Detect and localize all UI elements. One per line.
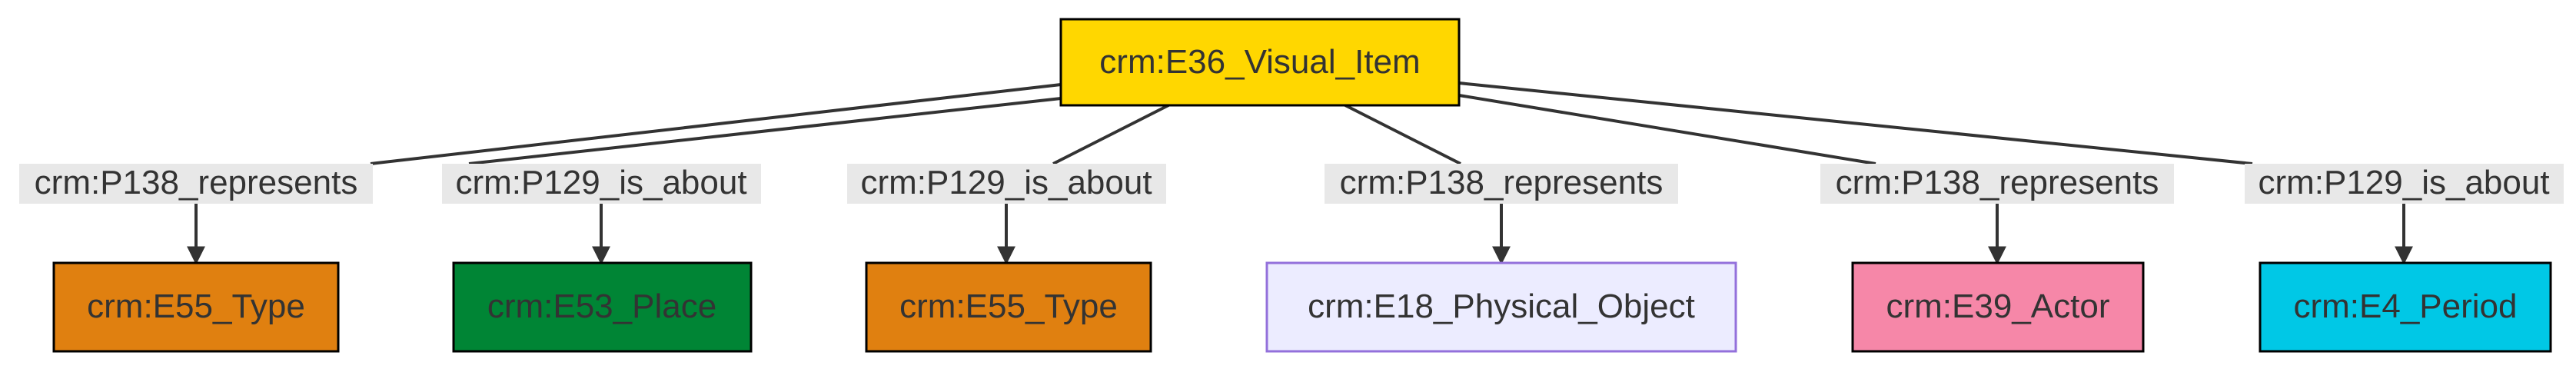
node-c6[interactable]: crm:E4_Period — [2259, 261, 2552, 353]
node-c1-label: crm:E55_Type — [87, 288, 305, 325]
node-c4-label: crm:E18_Physical_Object — [1308, 288, 1695, 325]
node-c4-box — [1265, 261, 1737, 353]
edge-label-c3: crm:P129_is_about — [847, 164, 1166, 204]
edge-root-c3 — [1052, 104, 1169, 165]
edge-label-c1-text: crm:P138_represents — [35, 164, 358, 201]
node-c2-label: crm:E53_Place — [487, 288, 716, 325]
node-root[interactable]: crm:E36_Visual_Item — [1059, 18, 1461, 107]
edges-upper — [370, 81, 2253, 165]
edge-labels: crm:P138_represents crm:P129_is_about cr… — [19, 164, 2564, 204]
edge-label-c4-text: crm:P138_represents — [1340, 164, 1664, 201]
edge-label-c5: crm:P138_represents — [1820, 164, 2174, 204]
node-c3-label: crm:E55_Type — [899, 288, 1118, 325]
node-c3-box — [865, 261, 1152, 353]
node-c5[interactable]: crm:E39_Actor — [1851, 261, 2145, 353]
edges-lower — [187, 204, 2413, 265]
edge-label-c4: crm:P138_represents — [1325, 164, 1678, 204]
edge-label-c2: crm:P129_is_about — [442, 164, 761, 204]
node-root-box — [1059, 18, 1461, 107]
edge-label-c6-text: crm:P129_is_about — [2258, 164, 2549, 201]
edge-root-c4 — [1345, 104, 1461, 165]
node-c4[interactable]: crm:E18_Physical_Object — [1265, 261, 1737, 353]
edge-label-c5-text: crm:P138_represents — [1836, 164, 2159, 201]
node-c5-box — [1851, 261, 2145, 353]
node-c3[interactable]: crm:E55_Type — [865, 261, 1152, 353]
node-c2[interactable]: crm:E53_Place — [452, 261, 753, 353]
edge-label-c3-text: crm:P129_is_about — [860, 164, 1152, 201]
node-c5-label: crm:E39_Actor — [1886, 288, 2110, 325]
node-c1-box — [52, 261, 340, 353]
edge-root-c5 — [1458, 94, 1876, 165]
edge-root-c1 — [370, 83, 1062, 165]
node-c2-box — [452, 261, 753, 353]
node-c1[interactable]: crm:E55_Type — [52, 261, 340, 353]
node-c6-label: crm:E4_Period — [2293, 288, 2517, 325]
edge-label-c1: crm:P138_represents — [19, 164, 373, 204]
node-c6-box — [2259, 261, 2552, 353]
edge-label-c2-text: crm:P129_is_about — [455, 164, 746, 201]
node-root-label: crm:E36_Visual_Item — [1099, 43, 1420, 81]
edge-label-c6: crm:P129_is_about — [2245, 164, 2564, 204]
edge-root-c6 — [1458, 81, 2253, 165]
edge-root-c2 — [468, 97, 1062, 165]
